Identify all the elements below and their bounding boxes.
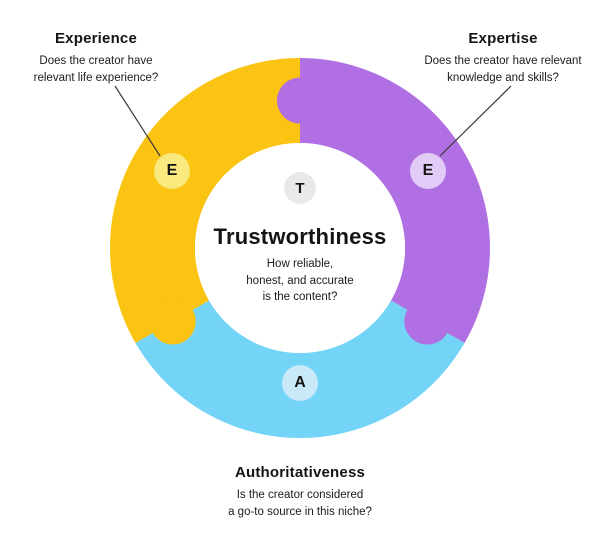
expertise-description: Does the creator have relevant knowledge… xyxy=(408,53,598,88)
authoritativeness-desc-line: Is the creator considered xyxy=(236,489,364,501)
trustworthiness-badge: T xyxy=(284,172,316,204)
trustworthiness-desc-line: How reliable, xyxy=(266,258,334,270)
experience-title: Experience xyxy=(54,30,138,47)
expertise-puzzle-tab-bottom-right xyxy=(404,298,451,345)
experience-segment xyxy=(110,58,300,343)
expertise-desc-line: Does the creator have relevant xyxy=(424,55,582,67)
authoritativeness-label-block: Authoritativeness Is the creator conside… xyxy=(150,464,450,522)
expertise-label-block: Expertise Does the creator have relevant… xyxy=(408,30,598,88)
expertise-segment xyxy=(300,58,490,343)
experience-desc-line: Does the creator have xyxy=(39,55,153,67)
experience-label-block: Experience Does the creator have relevan… xyxy=(0,30,192,88)
center-circle xyxy=(195,143,405,353)
trustworthiness-desc-line: is the content? xyxy=(262,291,338,304)
expertise-title: Expertise xyxy=(468,30,538,47)
trustworthiness-desc-line: honest, and accurate xyxy=(246,274,354,287)
expertise-callout-line xyxy=(439,85,512,157)
experience-desc-line: relevant life experience? xyxy=(33,72,159,85)
expertise-desc-line: knowledge and skills? xyxy=(447,72,559,85)
expertise-puzzle-tab-top xyxy=(277,77,323,124)
expertise-badge: E xyxy=(410,153,446,189)
trustworthiness-title: Trustworthiness xyxy=(213,224,387,249)
experience-puzzle-tab-bottom-left xyxy=(149,298,196,345)
authoritativeness-desc-line: a go-to source in this niche? xyxy=(228,506,372,519)
authoritativeness-description: Is the creator considered a go-to source… xyxy=(150,487,450,522)
experience-callout-line xyxy=(114,85,161,157)
authoritativeness-title: Authoritativeness xyxy=(234,464,366,481)
authoritativeness-badge: A xyxy=(282,365,318,401)
experience-badge: E xyxy=(154,153,190,189)
experience-description: Does the creator have relevant life expe… xyxy=(0,53,192,88)
trustworthiness-description: How reliable, honest, and accurate is th… xyxy=(175,256,425,306)
